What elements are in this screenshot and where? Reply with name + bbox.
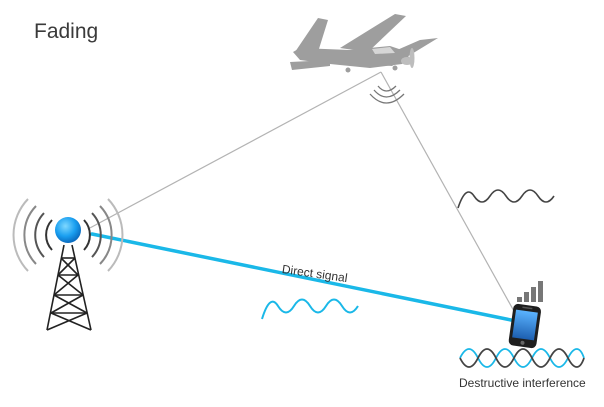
direct-signal-line	[90, 232, 513, 322]
reflection-arcs	[369, 85, 405, 104]
mobile-phone-icon	[508, 303, 542, 349]
destructive-interference-label: Destructive interference	[459, 376, 586, 390]
reflected-path-plane-to-phone	[380, 71, 516, 314]
diagram-title: Fading	[34, 20, 99, 43]
antenna-tower-icon	[12, 198, 124, 331]
reflected-wave	[457, 189, 555, 209]
interference-wave-blue	[459, 348, 585, 368]
reflected-path-tower-to-plane	[87, 71, 382, 230]
signal-bars-icon	[517, 281, 543, 302]
airplane-icon	[290, 14, 438, 73]
direct-wave	[261, 298, 359, 320]
interference-wave-dark	[459, 348, 585, 368]
